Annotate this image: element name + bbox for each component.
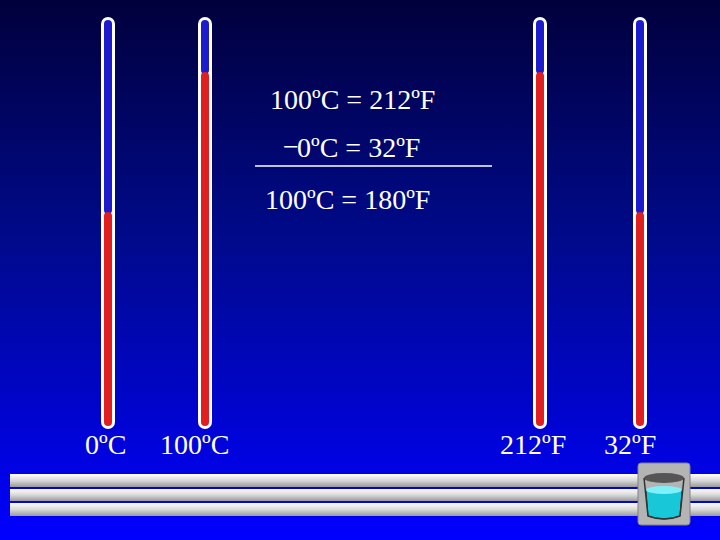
thermometer — [633, 17, 647, 429]
beaker-liquid — [646, 490, 682, 519]
empty-column — [636, 20, 644, 214]
minus-sign: − — [283, 131, 299, 163]
tube — [101, 17, 115, 429]
equation-result: 100ºC = 180ºF — [265, 184, 430, 216]
scale-label: 0ºC — [85, 429, 126, 461]
empty-column — [536, 20, 544, 74]
bar — [10, 503, 720, 516]
empty-column — [201, 20, 209, 74]
equation-line: 100ºC = 212ºF — [270, 84, 435, 116]
mercury-column — [104, 212, 112, 426]
liquid-surface — [646, 486, 682, 494]
tube — [533, 17, 547, 429]
scale-label: 212ºF — [500, 429, 566, 461]
scale-label: 32ºF — [604, 429, 656, 461]
beaker-rim — [644, 473, 684, 483]
bottom-bars — [10, 474, 720, 516]
thermometer — [533, 17, 547, 429]
bar — [10, 489, 720, 501]
thermometer — [198, 17, 212, 429]
bar — [10, 474, 720, 487]
tube — [198, 17, 212, 429]
beaker-glass — [644, 478, 684, 519]
equation-line: 0ºC = 32ºF — [297, 132, 420, 164]
beaker-icon — [638, 463, 690, 525]
mercury-column — [536, 72, 544, 426]
icon-frame — [638, 463, 690, 525]
scale-label: 100ºC — [160, 429, 229, 461]
tube — [633, 17, 647, 429]
mercury-column — [201, 72, 209, 426]
empty-column — [104, 20, 112, 214]
thermometer — [101, 17, 115, 429]
sum-rule — [255, 165, 492, 167]
mercury-column — [636, 212, 644, 426]
